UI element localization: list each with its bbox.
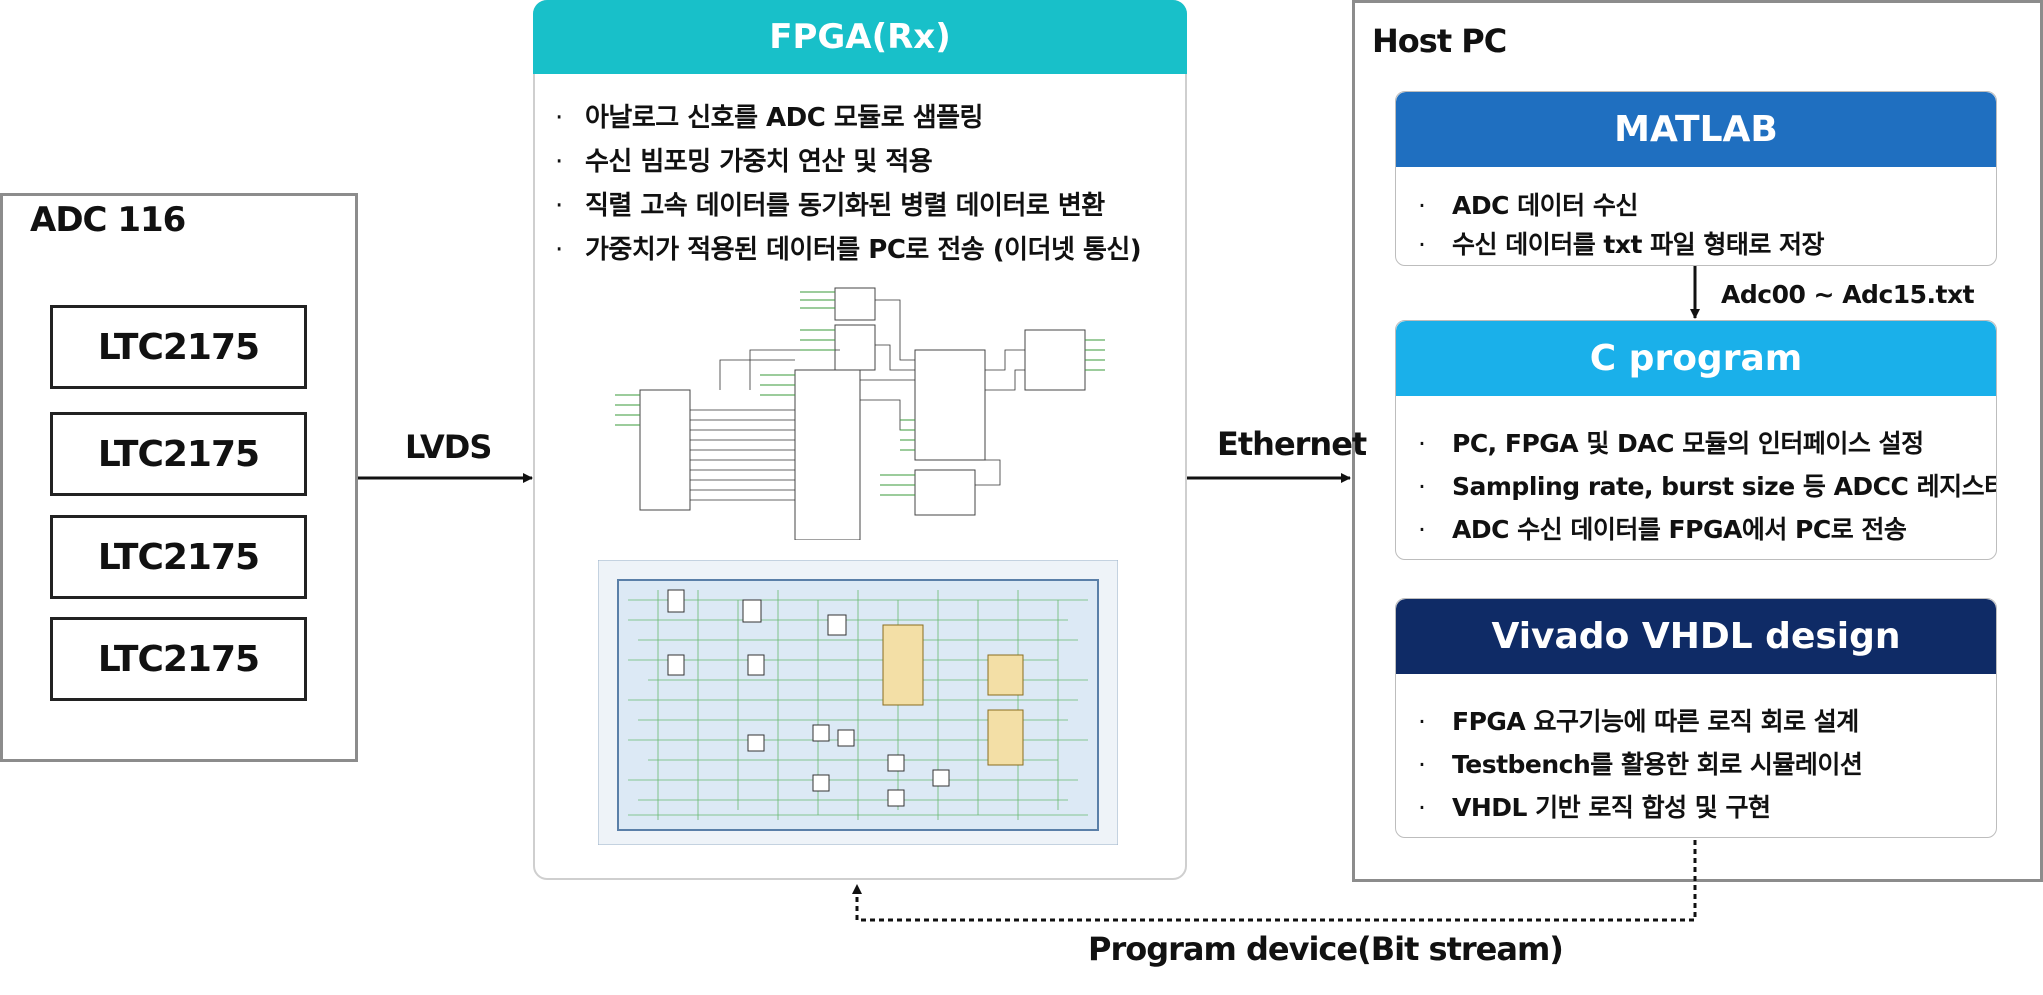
program-device-label: Program device(Bit stream) [1088,930,1564,968]
vivado-bullet-1: ·FPGA 요구기능에 따른 로직 회로 설계 [1418,707,1859,736]
vivado-bullet-2: ·Testbench를 활용한 회로 시뮬레이션 [1418,750,1863,779]
matlab-bullet-2: ·수신 데이터를 txt 파일 형태로 저장 [1418,230,1825,259]
ethernet-label: Ethernet [1217,425,1367,463]
adc-chip-4: LTC2175 [50,617,307,701]
fpga-bullet-4: ·가중치가 적용된 데이터를 PC로 전송 (이더넷 통신) [555,235,1142,265]
fpga-bullet-2: ·수신 빔포밍 가중치 연산 및 적용 [555,147,933,177]
vivado-panel: Vivado VHDL design ·FPGA 요구기능에 따른 로직 회로 … [1395,598,1997,838]
fpga-bullet-1: ·아날로그 신호를 ADC 모듈로 샘플링 [555,103,983,133]
adc-chip-3: LTC2175 [50,515,307,599]
fpga-bullet-3: ·직렬 고속 데이터를 동기화된 병렬 데이터로 변환 [555,191,1105,221]
vivado-bullet-3: ·VHDL 기반 로직 합성 및 구현 [1418,793,1771,822]
matlab-bullet-1: ·ADC 데이터 수신 [1418,191,1638,220]
adc-board-title: ADC 116 [30,200,186,240]
lvds-label: LVDS [405,428,492,466]
c-program-title: C program [1396,321,1996,396]
fpga-routed-design-image [598,560,1118,845]
host-pc-title: Host PC [1372,22,1507,60]
matlab-panel: MATLAB ·ADC 데이터 수신 ·수신 데이터를 txt 파일 형태로 저… [1395,91,1997,266]
vivado-title: Vivado VHDL design [1396,599,1996,674]
c-program-bullet-1: ·PC, FPGA 및 DAC 모듈의 인터페이스 설정 [1418,429,1924,458]
c-program-bullet-3: ·ADC 수신 데이터를 FPGA에서 PC로 전송 [1418,515,1907,544]
fpga-block-diagram-image [615,287,1105,540]
c-program-bullet-2: ·Sampling rate, burst size 등 ADCC 레지스터 설… [1418,472,1996,501]
program-device-arrow [852,840,1697,922]
adc-chip-2: LTC2175 [50,412,307,496]
files-label: Adc00 ~ Adc15.txt [1721,280,1975,309]
adc-chip-1: LTC2175 [50,305,307,389]
fpga-title: FPGA(Rx) [533,0,1187,74]
matlab-title: MATLAB [1396,92,1996,167]
c-program-panel: C program ·PC, FPGA 및 DAC 모듈의 인터페이스 설정 ·… [1395,320,1997,560]
